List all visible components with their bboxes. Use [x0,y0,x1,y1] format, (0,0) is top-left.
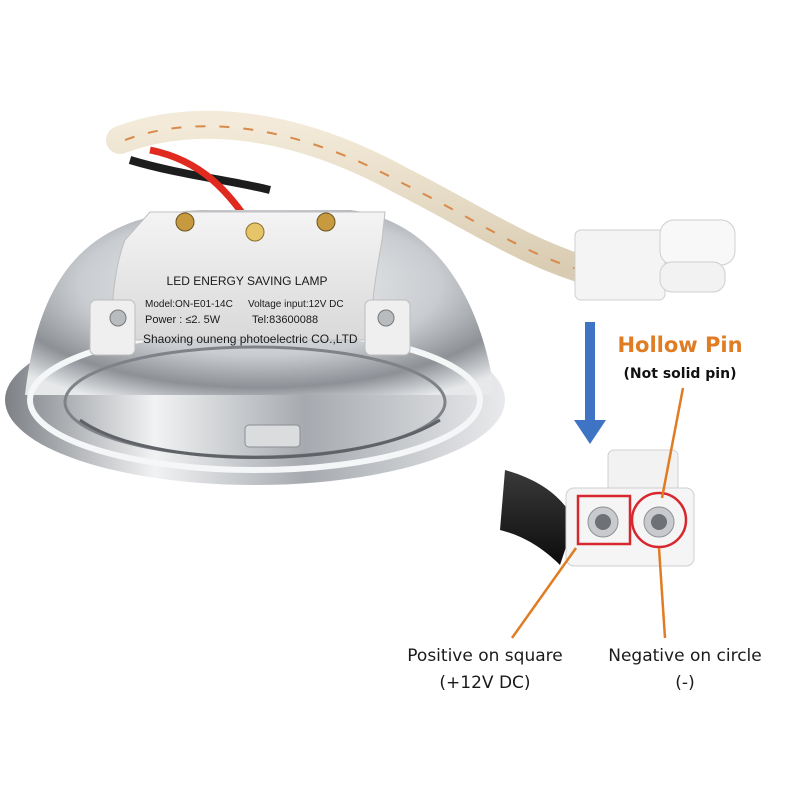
label-model: Model:ON-E01-14C [145,299,233,310]
red-circle-marker-icon [630,491,688,549]
hollow-pin-pointer-icon [660,387,685,499]
black-wire [128,156,271,194]
braided-cable [106,110,599,284]
negative-pointer-icon [657,547,667,639]
positive-caption-line-2: (+12V DC) [439,673,531,693]
hollow-pin-title: Hollow Pin [617,333,743,357]
positive-pointer-icon [510,547,578,639]
negative-caption-line-1: Negative on circle [608,646,762,666]
connector-closeup [500,449,695,567]
white-plug [574,219,736,301]
label-maker: Shaoxing ouneng photoelectric CO.,LTD [143,332,358,346]
driver-housing [89,211,411,356]
product-label: LED ENERGY SAVING LAMP Model:ON-E01-14C … [143,274,358,346]
label-line-1: LED ENERGY SAVING LAMP [167,274,328,288]
blue-down-arrow-icon [574,322,606,444]
label-tel: Tel:83600088 [252,314,318,326]
positive-caption-line-1: Positive on square [407,646,563,666]
label-power: Power : ≤2. 5W [145,314,221,326]
red-square-marker-icon [576,494,632,546]
negative-caption-line-2: (-) [675,673,695,693]
label-voltage: Voltage input:12V DC [248,299,344,310]
hollow-pin-note: (Not solid pin) [623,366,737,382]
